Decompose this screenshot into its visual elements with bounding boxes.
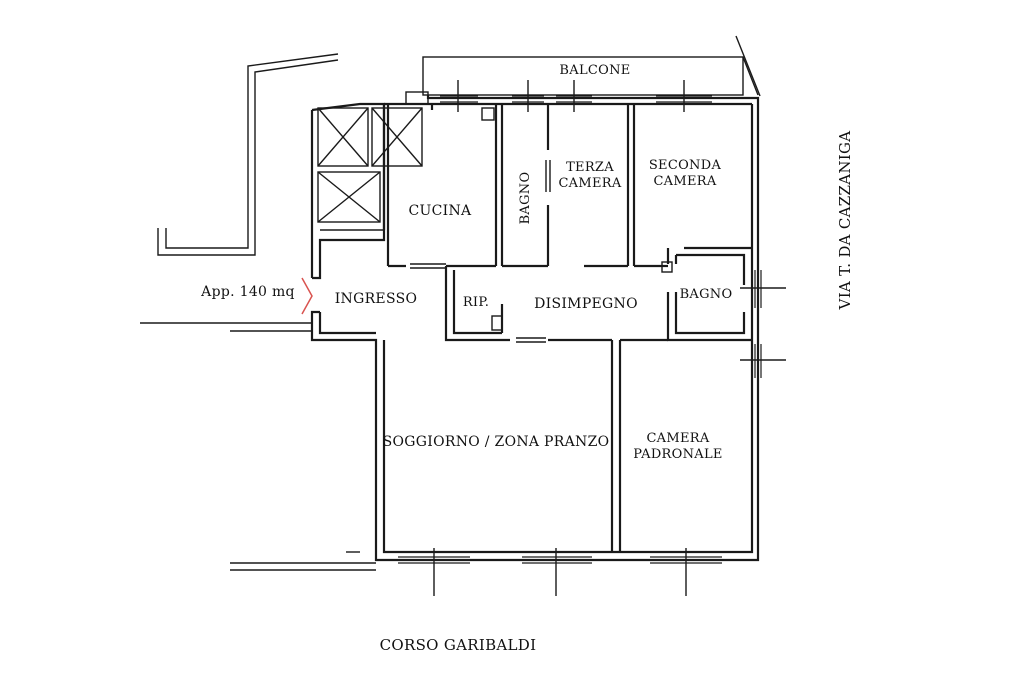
- fixtures: [346, 250, 673, 553]
- label-bagno-vertical: BAGNO: [518, 172, 533, 225]
- balcony: [422, 56, 759, 96]
- label-padronale-line1: CAMERA: [646, 431, 709, 446]
- label-ingresso: INGRESSO: [335, 291, 418, 307]
- label-bagno-right: BAGNO: [680, 287, 733, 302]
- label-seconda-line2: CAMERA: [653, 174, 716, 189]
- label-soggiorno: SOGGIORNO / ZONA PRANZO: [383, 434, 610, 450]
- label-area: App. 140 mq: [200, 284, 295, 300]
- label-street-bottom: CORSO GARIBALDI: [380, 636, 537, 654]
- label-disimpegno: DISIMPEGNO: [534, 296, 638, 312]
- adjacent-building-outline: [157, 53, 339, 256]
- sliding-doors: [410, 160, 551, 343]
- interior-walls: [386, 104, 752, 552]
- label-seconda-line1: SECONDA: [649, 158, 722, 173]
- outer-walls: [310, 95, 760, 562]
- windows: [398, 80, 786, 596]
- entry-marker-icon: [301, 277, 313, 315]
- label-terza-line1: TERZA: [566, 160, 614, 175]
- label-cucina: CUCINA: [409, 203, 473, 219]
- label-balcone: BALCONE: [559, 63, 630, 78]
- stair-lift-core: [310, 91, 429, 278]
- boundary-lines: [140, 35, 761, 571]
- label-terza-line2: CAMERA: [558, 176, 621, 191]
- label-street-right: VIA T. DA CAZZANIGA: [836, 131, 854, 311]
- label-padronale-line2: PADRONALE: [633, 447, 722, 462]
- label-ripostiglio: RIP.: [463, 295, 489, 310]
